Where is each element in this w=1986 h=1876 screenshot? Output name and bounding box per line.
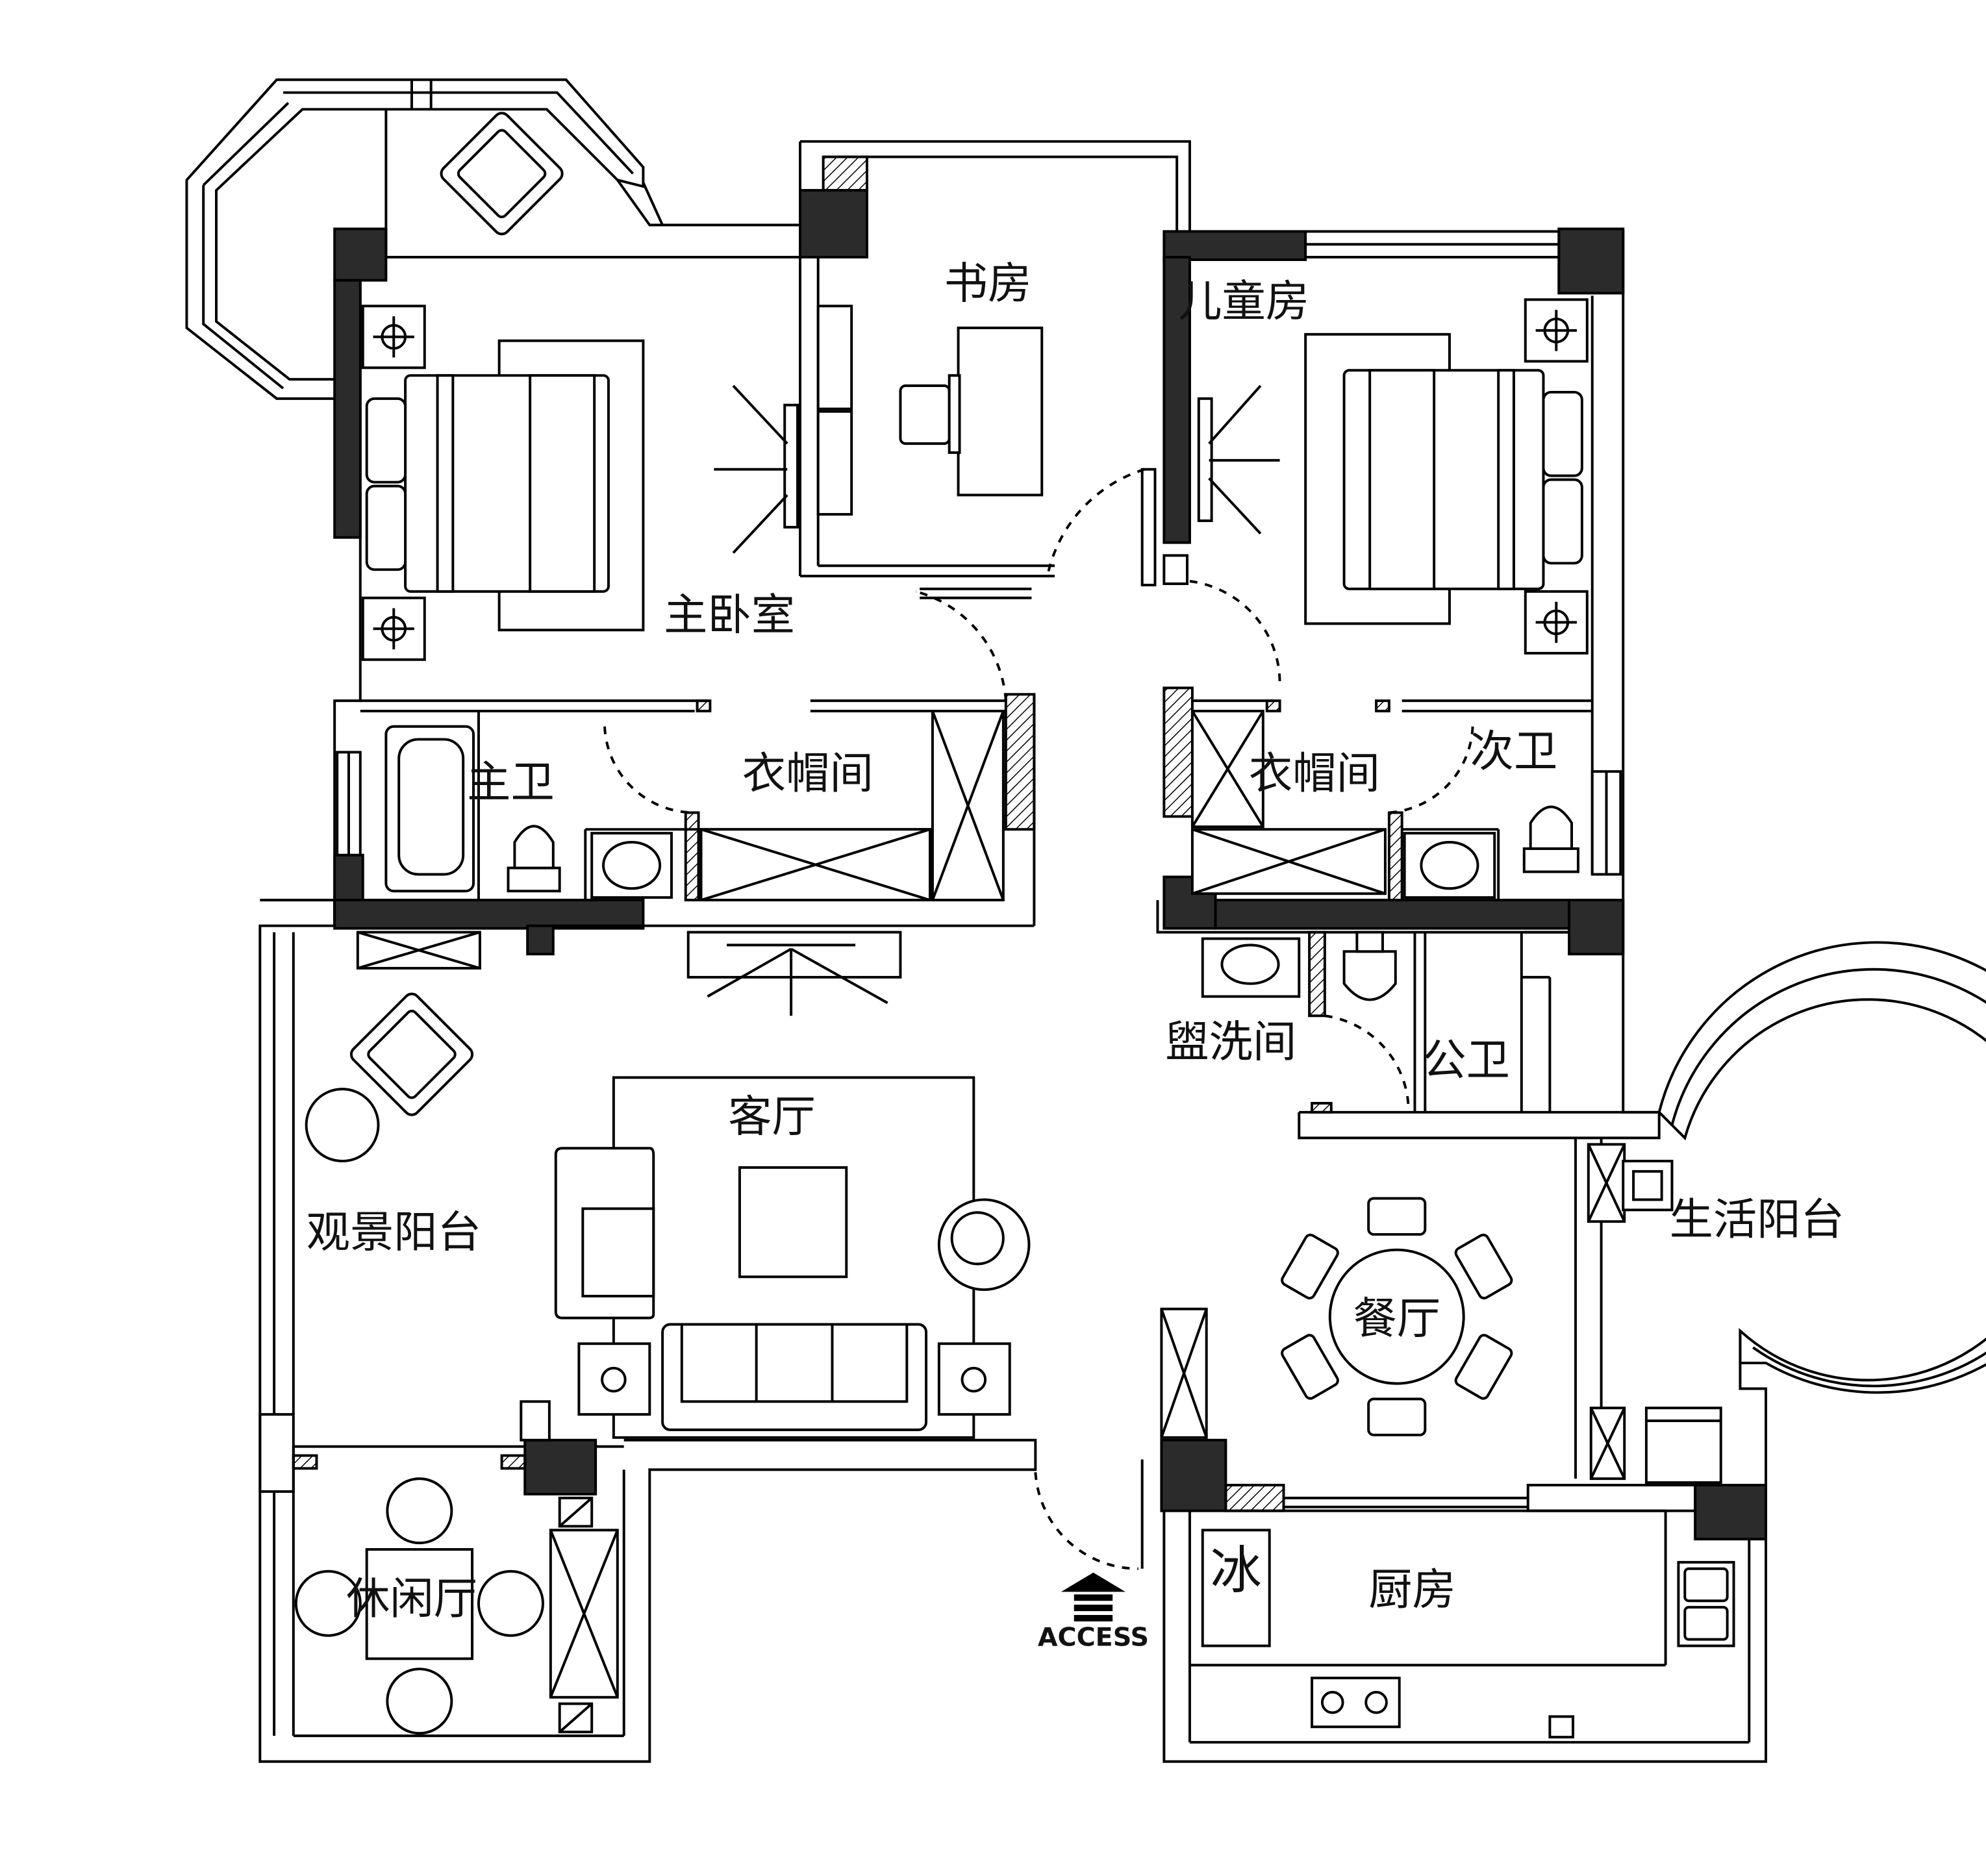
round-armchair-icon — [937, 1198, 1031, 1292]
armchair-icon — [440, 112, 564, 236]
kids-bed — [1304, 298, 1589, 655]
lounge-furniture — [294, 1477, 619, 1735]
hatched-walls — [292, 155, 1403, 1512]
room-label-lounge: 休闲厅 — [346, 1573, 477, 1624]
master-bed — [361, 305, 645, 661]
storage-cabinet — [356, 931, 902, 979]
kitchen-furniture: 冰 — [1201, 1529, 1735, 1739]
utility-appliances — [1587, 1143, 1722, 1484]
room-label-closet-left: 衣帽间 — [742, 748, 874, 799]
tv-icon — [707, 944, 888, 1016]
toilet-icon — [1522, 805, 1579, 873]
room-label-living-room: 客厅 — [728, 1092, 816, 1142]
balcony-furniture — [305, 992, 551, 1442]
bay-window-utility — [1657, 941, 1986, 1492]
room-label-study: 书房 — [944, 258, 1032, 308]
room-label-closet-right: 衣帽间 — [1249, 748, 1380, 799]
nightstand-lamp-icon — [1524, 590, 1589, 655]
double-sink-icon — [1677, 1560, 1735, 1647]
entrance-label: ACCESS — [1038, 1623, 1149, 1653]
living-furniture — [554, 1076, 1031, 1439]
windows — [336, 230, 1622, 876]
urinal-icon — [1342, 931, 1397, 1001]
room-label-master-bedroom: 主卧室 — [664, 590, 795, 640]
bathtub-icon — [384, 725, 475, 893]
room-label-kitchen: 厨房 — [1368, 1564, 1456, 1615]
room-labels: 主卧室 书房 儿童房 主卫 衣帽间 衣帽间 次卫 盥洗间 公卫 客厅 观景阳台 … — [307, 258, 1844, 1624]
structural-columns — [333, 189, 1768, 1541]
stove-icon — [1311, 1677, 1401, 1729]
room-label-second-bath: 次卫 — [1470, 726, 1558, 777]
study-furniture — [816, 305, 1044, 516]
washing-machine-icon — [1644, 1407, 1722, 1484]
side-table-lamp-icon — [577, 1342, 651, 1416]
closet-cabinet — [699, 710, 1005, 902]
toilet-icon — [507, 825, 561, 893]
nightstand-lamp-icon — [361, 596, 426, 661]
interior-partitions — [360, 468, 1697, 1667]
room-label-washroom: 盥洗间 — [1165, 1017, 1296, 1068]
tv-icon — [1197, 384, 1280, 535]
fridge-label: 冰 — [1211, 1540, 1262, 1600]
fridge-icon: 冰 — [1201, 1529, 1271, 1647]
room-label-kids-room: 儿童房 — [1178, 276, 1309, 327]
room-label-utility-balcony: 生活阳台 — [1670, 1194, 1844, 1245]
room-label-dining-room: 餐厅 — [1353, 1293, 1440, 1344]
door-swings — [603, 468, 1474, 1570]
tv-icon — [714, 384, 799, 554]
sink-icon — [1201, 937, 1301, 998]
sink-icon — [590, 832, 673, 899]
room-label-public-bath: 公卫 — [1422, 1034, 1510, 1085]
sink-icon — [1403, 832, 1496, 899]
room-label-view-balcony: 观景阳台 — [307, 1207, 481, 1258]
side-table-lamp-icon — [937, 1342, 1011, 1416]
nightstand-lamp-icon — [1524, 298, 1589, 363]
nightstand-lamp-icon — [361, 305, 426, 369]
entrance-arrow-icon: ACCESS — [1038, 1572, 1149, 1653]
dining-table — [1160, 1197, 1513, 1439]
closet-cabinet — [1190, 710, 1387, 895]
room-label-master-bath: 主卫 — [467, 757, 555, 808]
